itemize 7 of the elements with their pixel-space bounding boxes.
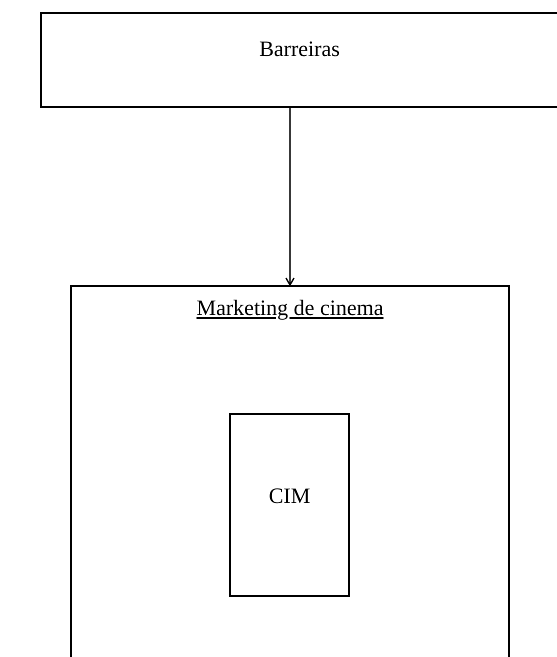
arrow [285,108,295,286]
container-title: Marketing de cinema [196,295,384,321]
container-box [70,285,510,657]
box-label: Barreiras [259,36,340,62]
box-label: CIM [268,483,310,509]
process-box [229,413,350,597]
process-box [40,12,557,108]
